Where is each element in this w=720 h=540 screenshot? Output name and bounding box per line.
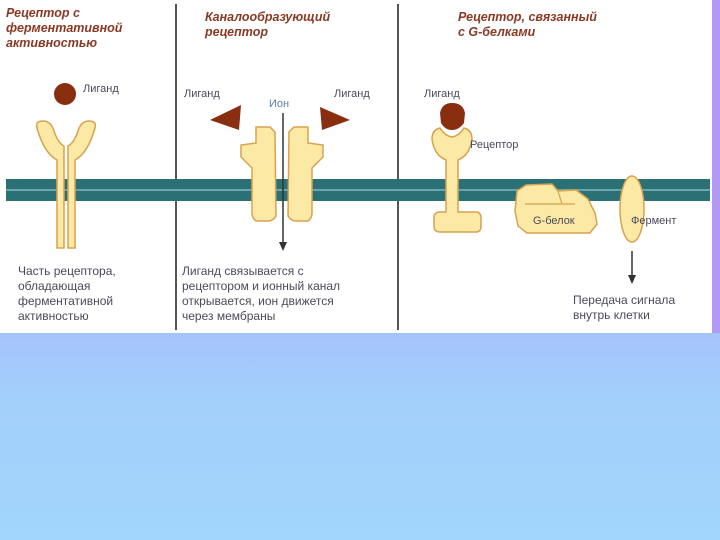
slide-edge-strip <box>712 0 720 333</box>
panel1-caption-line1: Часть рецептора, <box>18 264 116 278</box>
panel2-channel-left-half <box>240 126 277 222</box>
panel2-caption-line2: рецептором и ионный канал <box>182 279 340 293</box>
panel3-g-protein-shape <box>514 183 598 234</box>
panel3-g-protein-label: G-белок <box>533 215 575 227</box>
panel2-channel-right-half <box>287 126 324 222</box>
panel1-caption-line3: ферментативной <box>18 294 113 308</box>
panel3-caption-line1: Передача сигнала <box>573 293 675 307</box>
panel1-title-line2: ферментативной <box>6 21 123 35</box>
panel2-ion-arrowhead <box>279 242 287 251</box>
panel3-receptor-label: Рецептор <box>470 139 518 151</box>
panel3-title-line1: Рецептор, связанный <box>458 10 597 24</box>
panel2-ion-label: Ион <box>269 98 289 110</box>
panel3-enzyme-shape <box>619 175 645 243</box>
panel3-g-protein-subunit-line <box>557 190 563 205</box>
panel3-ligand-shape <box>440 103 465 130</box>
panel-g-protein-receptor: Рецептор, связанный с G-белками Лиганд Р… <box>424 10 676 322</box>
panel2-ligand-right-shape <box>320 107 350 130</box>
panel3-title-line2: с G-белками <box>458 25 536 39</box>
panel2-ligand-left-shape <box>210 105 241 130</box>
panel1-title-line3: активностью <box>6 36 97 50</box>
panel1-ligand-shape <box>54 83 76 105</box>
panel3-signal-arrowhead <box>628 275 636 284</box>
panel3-ligand-label: Лиганд <box>424 88 460 100</box>
panel3-enzyme-label: Фермент <box>631 215 676 227</box>
panel3-caption-line2: внутрь клетки <box>573 308 650 322</box>
panel2-ligand-left-label: Лиганд <box>184 88 220 100</box>
panel2-caption-line1: Лиганд связывается с <box>182 264 304 278</box>
diagram-canvas: Рецептор с ферментативной активностью Ли… <box>6 4 710 330</box>
panel1-receptor-right-half <box>67 120 97 249</box>
panel2-title-line2: рецептор <box>204 25 268 39</box>
panel1-title-line1: Рецептор с <box>6 6 80 20</box>
receptor-diagram: Рецептор с ферментативной активностью Ли… <box>6 4 710 330</box>
panel3-receptor-shape <box>431 127 482 233</box>
panel1-caption-line4: активностью <box>18 309 89 323</box>
panel2-caption-line4: через мембраны <box>182 309 275 323</box>
panel2-ligand-right-label: Лиганд <box>334 88 370 100</box>
panel1-receptor-left-half <box>35 120 65 249</box>
panel-channel-receptor: Каналообразующий рецептор Лиганд Ион Лиг… <box>182 10 370 323</box>
panel-enzymatic-receptor: Рецептор с ферментативной активностью Ли… <box>6 6 123 323</box>
panel1-ligand-label: Лиганд <box>83 83 119 95</box>
panel2-caption-line3: открывается, ион движется <box>182 294 334 308</box>
panel2-title-line1: Каналообразующий <box>205 10 330 24</box>
panel1-caption-line2: обладающая <box>18 279 90 293</box>
